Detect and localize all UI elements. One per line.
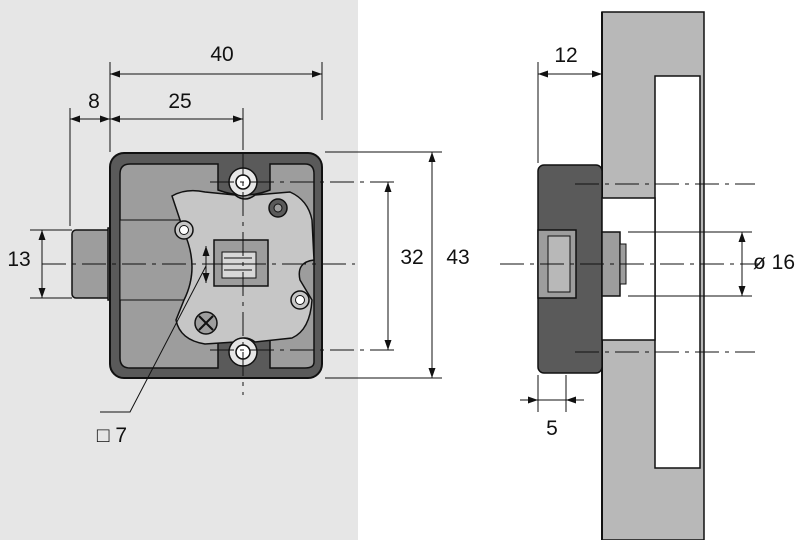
front-centre-lines xyxy=(42,152,400,395)
rivet-left xyxy=(174,220,194,240)
square-drive xyxy=(213,239,269,287)
dim-square-drive: □ 7 xyxy=(97,424,127,447)
rivet-right xyxy=(290,290,310,310)
side-dimension-lines xyxy=(520,70,746,404)
screw-head xyxy=(194,311,218,335)
dim-depth: 12 xyxy=(554,44,577,67)
side-extension-lines xyxy=(537,12,752,412)
rivet-top-right xyxy=(268,198,288,218)
side-view: 12 5 ø 16 xyxy=(500,11,795,540)
dim-overall-width: 40 xyxy=(210,43,233,66)
dim-bolt-offset: 8 xyxy=(88,90,100,113)
dim-bolt-height: 13 xyxy=(7,248,30,271)
front-view: 40 8 25 13 32 43 □ 7 xyxy=(7,43,469,447)
front-dimension-lines xyxy=(38,70,436,413)
dim-overall-height: 43 xyxy=(446,246,469,269)
dim-diameter: ø 16 xyxy=(753,251,795,274)
side-centre-lines xyxy=(500,183,760,353)
dim-collar: 5 xyxy=(546,417,558,440)
dim-hole-spacing: 32 xyxy=(400,246,423,269)
dim-hole-offset: 25 xyxy=(168,90,191,113)
